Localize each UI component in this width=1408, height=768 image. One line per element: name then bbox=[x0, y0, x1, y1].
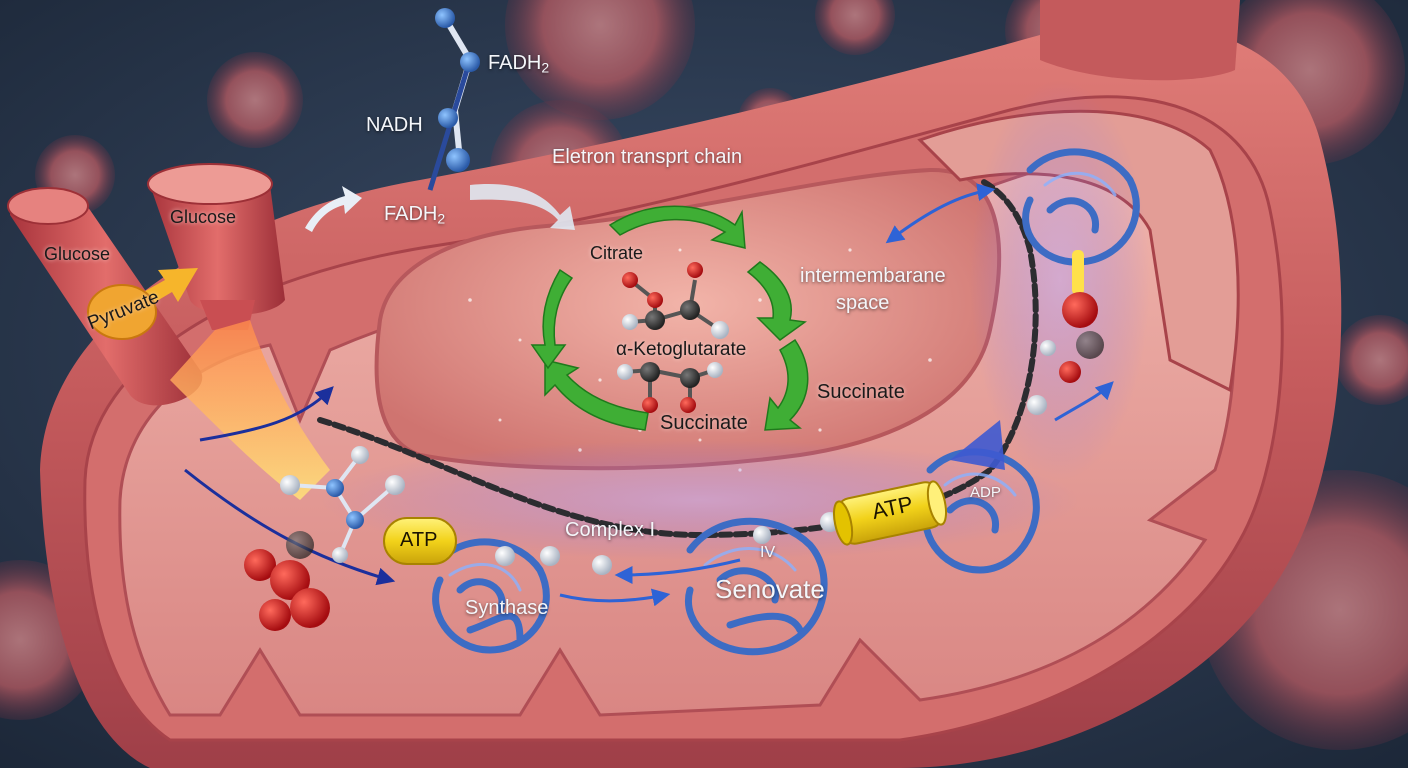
label-adp: ADP bbox=[970, 484, 1001, 501]
label-fadh2-top-sub: 2 bbox=[541, 59, 550, 76]
label-fadh2-top-text: FADH bbox=[488, 52, 542, 74]
molecule-atoms bbox=[617, 262, 729, 413]
adp-arrow bbox=[950, 420, 1005, 470]
molecule-left bbox=[244, 446, 405, 631]
molecule-right bbox=[1059, 250, 1104, 383]
atp-pill-right bbox=[832, 480, 948, 546]
label-intermembrane: intermembarane bbox=[800, 265, 946, 287]
protein-complexes bbox=[432, 148, 1140, 656]
label-succinate-bottom: Succinate bbox=[660, 412, 748, 434]
nadh-fadh2-molecule bbox=[427, 8, 480, 191]
label-synthase: Synthase bbox=[465, 597, 549, 619]
pyruvate-badge bbox=[87, 284, 157, 340]
label-glucose-right: Glucose bbox=[170, 207, 237, 227]
label-alpha-ketoglutarate: α-Ketoglutarate bbox=[616, 339, 747, 360]
energy-beam bbox=[170, 320, 330, 500]
label-succinate-right: Succinate bbox=[817, 381, 905, 403]
label-nadh: NADH bbox=[366, 114, 423, 136]
atp-pill-left bbox=[383, 517, 457, 565]
white-arrow-large bbox=[470, 184, 575, 230]
membrane-stem bbox=[1040, 0, 1240, 81]
label-glucose-left: Glucose bbox=[44, 244, 111, 264]
protein-highlights bbox=[448, 171, 1117, 592]
label-fadh2-top: FADH2 bbox=[488, 53, 549, 75]
label-etc-title: Eletron transprt chain bbox=[552, 146, 743, 168]
flow-arrows bbox=[184, 183, 1114, 607]
white-arrow-small bbox=[305, 186, 362, 232]
label-citrate: Citrate bbox=[590, 243, 644, 263]
label-fadh2-mid: FADH2 bbox=[384, 204, 445, 226]
label-fadh2-mid-text: FADH bbox=[384, 203, 438, 225]
label-complex-i: Complex I bbox=[565, 519, 656, 541]
label-space: space bbox=[836, 292, 890, 314]
label-senovate: Senovate bbox=[715, 574, 825, 604]
label-fadh2-mid-sub: 2 bbox=[437, 210, 446, 227]
label-atp-left: ATP bbox=[400, 529, 438, 551]
krebs-cycle-arrows bbox=[530, 205, 809, 431]
label-iv: IV bbox=[760, 544, 776, 561]
